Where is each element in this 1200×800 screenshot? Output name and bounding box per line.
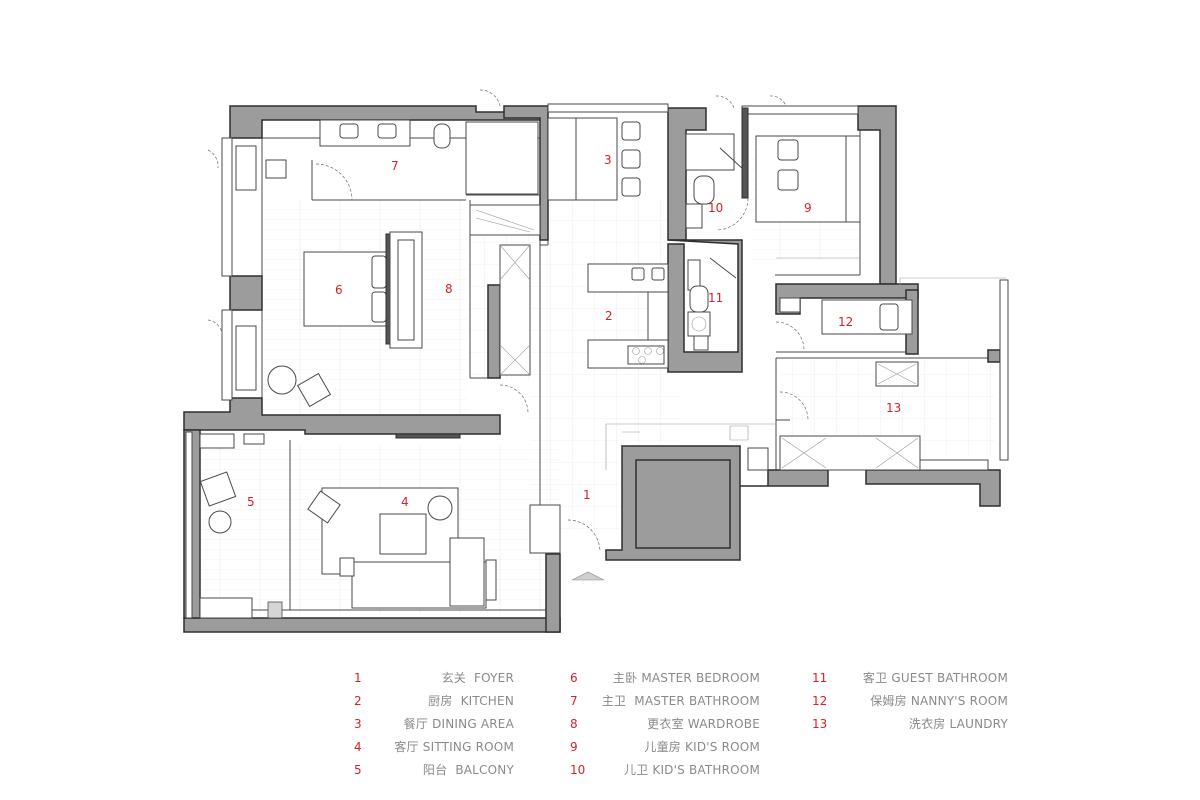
room-number: 5: [247, 495, 255, 509]
legend-label: 阳台 BALCONY: [422, 763, 514, 777]
legend-item: 9 儿童房 KID'S ROOM: [570, 739, 760, 762]
foyer: [529, 423, 776, 581]
room-number: 7: [391, 159, 399, 173]
legend-label: 主卧 MASTER BEDROOM: [612, 671, 760, 685]
master-bedroom: [235, 145, 423, 408]
legend-label: 厨房 KITCHEN: [428, 694, 514, 708]
room-number: 13: [886, 401, 901, 415]
windows: [185, 103, 1009, 619]
wall-core-inner: [635, 459, 731, 549]
legend-label: 儿童房 KID'S ROOM: [644, 740, 760, 754]
wall-wardrobe-right: [487, 284, 501, 379]
wall-laundry-right: [987, 349, 1001, 363]
legend-number: 13: [812, 717, 828, 731]
room-number: 2: [605, 309, 613, 323]
laundry: [747, 361, 989, 471]
wall-living-right: [545, 553, 561, 633]
legend-label: 餐厅 DINING AREA: [403, 717, 514, 731]
wall-guest: [667, 239, 743, 373]
legend-item: 13 洗衣房 LAUNDRY: [812, 716, 1008, 739]
legend-item: 4 客厅 SITTING ROOM: [354, 739, 514, 762]
legend-item: 12 保姆房 NANNY'S ROOM: [812, 693, 1008, 716]
legend-item: 5 阳台 BALCONY: [354, 762, 514, 785]
guest-bathroom: [687, 257, 737, 351]
sitting-room: [307, 433, 497, 609]
legend-number: 3: [354, 717, 362, 731]
room-number: 8: [445, 282, 453, 296]
legend-column: 6 主卧 MASTER BEDROOM 7 主卫 MASTER BATHROOM 8…: [570, 670, 760, 785]
dining: [547, 117, 641, 201]
legend-label: 保姆房 NANNY'S ROOM: [870, 694, 1008, 708]
room-numbers: 1 2 3 4 5 6 7 8 9 10 11 12 13: [247, 153, 901, 509]
legend-item: 8 更衣室 WARDROBE: [570, 716, 760, 739]
room-number: 10: [708, 201, 723, 215]
legend-number: 11: [812, 671, 828, 685]
legend-column: 1 玄关 FOYER 2 厨房 KITCHEN 3 餐厅 DINING AREA 4 客…: [354, 670, 514, 785]
legend-item: 7 主卫 MASTER BATHROOM: [570, 693, 760, 716]
kids-bathroom: [685, 107, 749, 231]
balcony: [199, 433, 291, 619]
legend-item: 11 客卫 GUEST BATHROOM: [812, 670, 1008, 693]
wall-balcony-bottom: [183, 617, 561, 633]
nanny-room: [775, 297, 913, 353]
wall-master-left-post: [229, 275, 263, 311]
legend-label: 客卫 GUEST BATHROOM: [862, 671, 1008, 685]
legend-item: 2 厨房 KITCHEN: [354, 693, 514, 716]
legend-number: 9: [570, 740, 578, 754]
master-bathroom: [262, 119, 540, 201]
floor-plan: 1 2 3 4 5 6 7 8 9 10 11 12 13: [183, 89, 1009, 633]
legend-number: 7: [570, 694, 578, 708]
legend-item: 6 主卧 MASTER BEDROOM: [570, 670, 760, 693]
legend-item: 3 餐厅 DINING AREA: [354, 716, 514, 739]
room-number: 1: [583, 488, 591, 502]
legend-number: 1: [354, 671, 362, 685]
room-number: 9: [804, 201, 812, 215]
doors: [207, 89, 787, 335]
wall-laundry-bottom: [865, 469, 1001, 507]
kids-room: [755, 135, 861, 259]
room-number: 6: [335, 283, 343, 297]
legend-label: 儿卫 KID'S BATHROOM: [623, 763, 760, 777]
legend-column: 11 客卫 GUEST BATHROOM 12 保姆房 NANNY'S ROOM 1…: [812, 670, 1008, 739]
room-number: 11: [708, 291, 723, 305]
legend-number: 12: [812, 694, 828, 708]
wall-kid-top: [857, 105, 897, 285]
legend-label: 玄关 FOYER: [441, 671, 514, 685]
legend-label: 更衣室 WARDROBE: [647, 717, 760, 731]
legend-number: 10: [570, 763, 586, 777]
wall-master-bottom: [183, 397, 501, 435]
kitchen: [587, 263, 669, 369]
legend-label: 客厅 SITTING ROOM: [394, 740, 514, 754]
legend-item: 1 玄关 FOYER: [354, 670, 514, 693]
entry-arrow: [571, 571, 605, 581]
room-number: 12: [838, 315, 853, 329]
legend-number: 8: [570, 717, 578, 731]
wardrobe: [469, 204, 541, 414]
legend-label: 洗衣房 LAUNDRY: [908, 717, 1008, 731]
legend-number: 2: [354, 694, 362, 708]
room-legend: 1 玄关 FOYER 2 厨房 KITCHEN 3 餐厅 DINING AREA 4 客…: [340, 670, 1040, 790]
legend-number: 6: [570, 671, 578, 685]
legend-number: 4: [354, 740, 362, 754]
legend-label: 主卫 MASTER BATHROOM: [601, 694, 760, 708]
legend-item: 10 儿卫 KID'S BATHROOM: [570, 762, 760, 785]
room-number: 4: [401, 495, 409, 509]
room-number: 3: [604, 153, 612, 167]
legend-number: 5: [354, 763, 362, 777]
